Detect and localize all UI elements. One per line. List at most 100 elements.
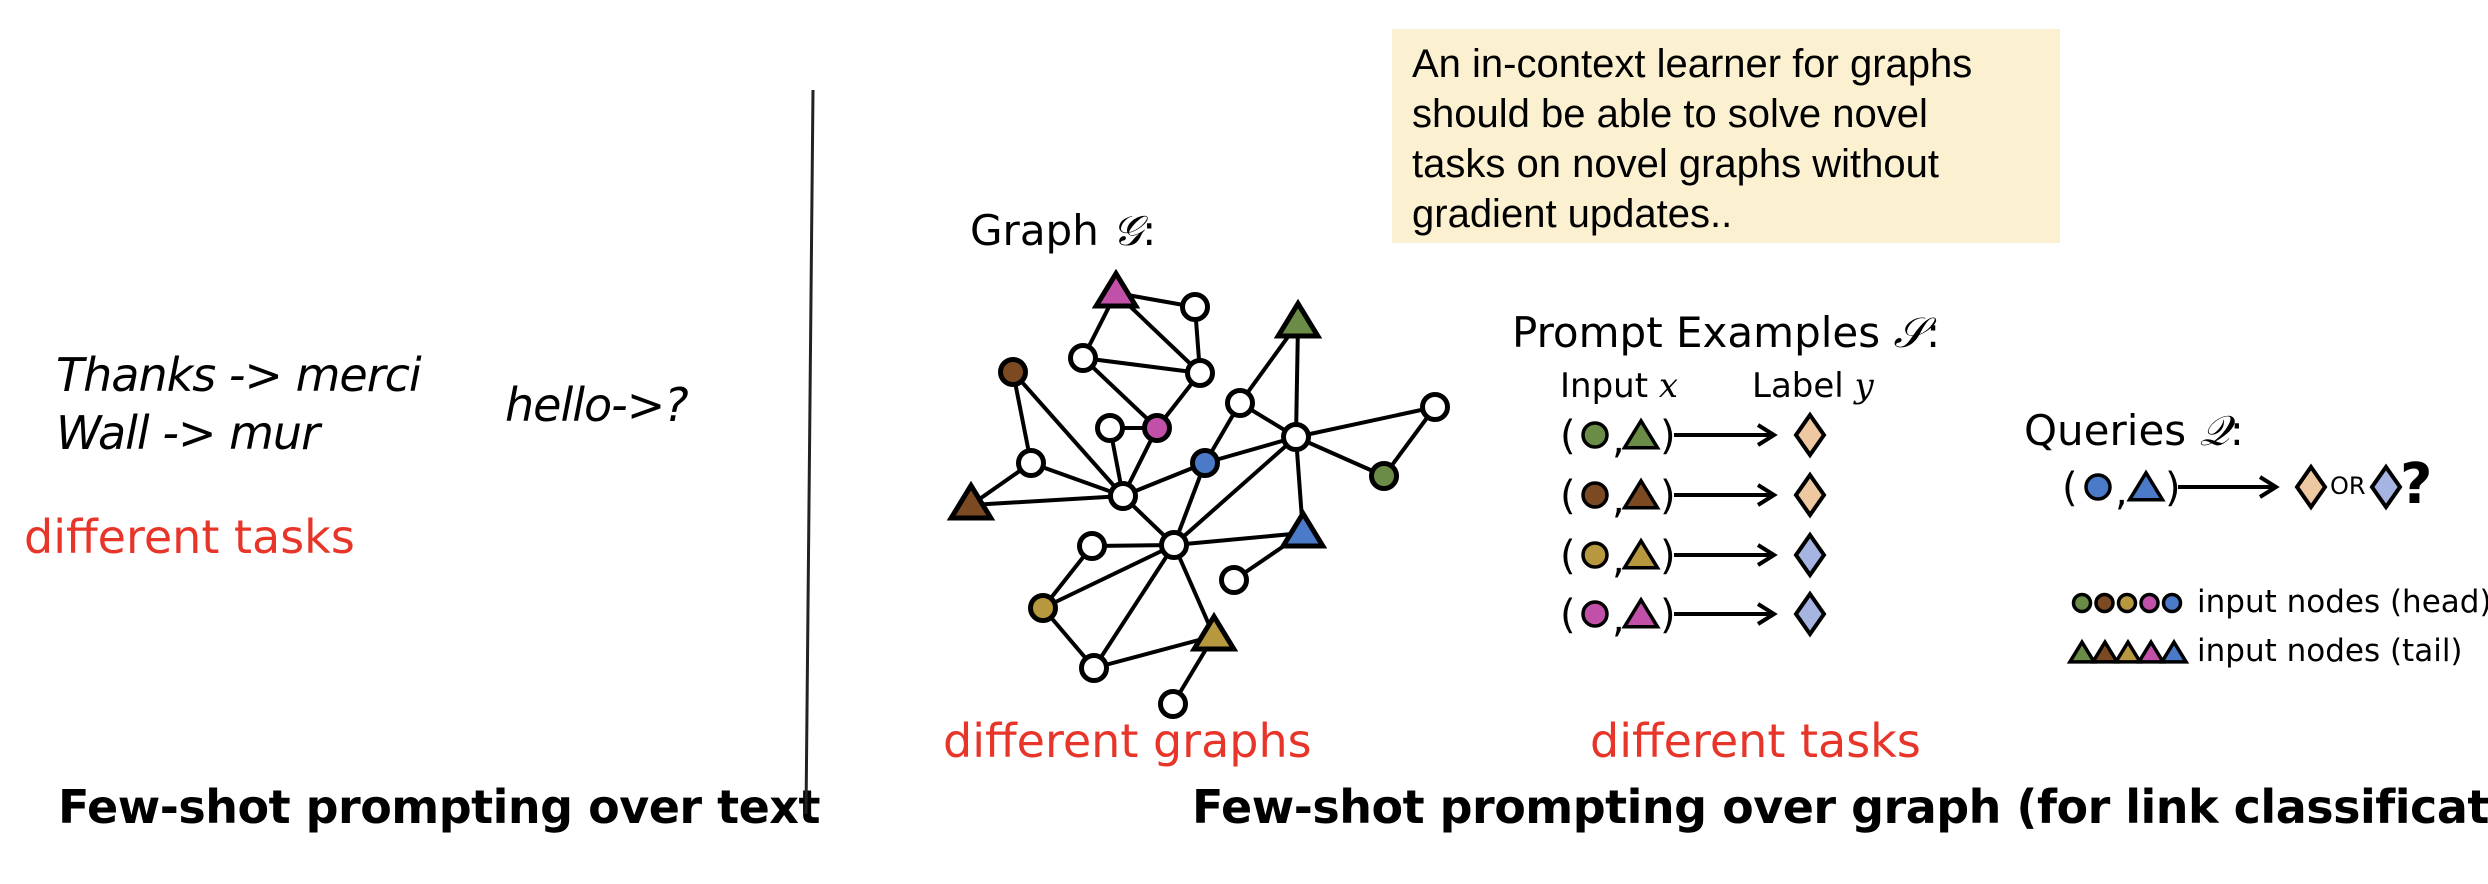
- graph-node-white-circle: [1180, 292, 1210, 322]
- arrow-icon: [1674, 543, 1778, 567]
- graph-node-white-circle: [1016, 448, 1046, 478]
- graph-edge: [970, 494, 1124, 507]
- graph-node-green-circle: [1369, 461, 1399, 491]
- graph-edge: [1092, 543, 1176, 670]
- graph-node-white-circle: [1108, 481, 1138, 511]
- prompt-examples-title-text: Prompt Examples: [1512, 308, 1881, 357]
- legend: [2066, 592, 2190, 664]
- legend-head-pink-circle-icon: [2139, 592, 2160, 614]
- label-diamond-icon: [1793, 531, 1827, 579]
- open-paren: (: [1560, 533, 1576, 579]
- open-paren: (: [2062, 465, 2078, 511]
- graph-nodes: [946, 268, 1450, 719]
- arrow-head: [1756, 543, 1778, 567]
- close-paren: ): [1660, 533, 1676, 579]
- tail-node-icon: [1621, 417, 1661, 450]
- legend-head-brown-circle-icon: [2094, 592, 2115, 614]
- graph-node-white-circle: [1068, 343, 1098, 373]
- tail-node-icon: [1621, 596, 1661, 629]
- graph-node-white-circle: [1225, 388, 1255, 418]
- graph-colon: :: [1142, 206, 1157, 255]
- legend-head-green-circle-icon: [2071, 592, 2093, 614]
- legend-tail-text: input nodes (tail): [2197, 633, 2463, 669]
- prompt-examples-symbol: 𝒮: [1893, 308, 1926, 357]
- graph-panel-title: Few-shot prompting over graph (for link …: [1192, 780, 2488, 834]
- legend-tail-gold-triangle-icon: [2112, 638, 2144, 664]
- graph-node-gold-triangle: [1189, 611, 1239, 652]
- text-query: hello->?: [505, 378, 689, 432]
- graph-edge: [1294, 322, 1300, 438]
- comma: ,: [1612, 477, 1625, 523]
- arrow-head: [1756, 423, 1778, 447]
- legend-tail-green-triangle-icon: [2066, 638, 2098, 664]
- arrow-icon: [1674, 423, 1778, 447]
- note-line: gradient updates..: [1412, 192, 1733, 236]
- graph-node-white-circle: [1077, 531, 1107, 561]
- prompt-example-row: (,): [1560, 531, 1827, 583]
- query-tail-node-icon: [2126, 469, 2166, 502]
- queries-title: Queries 𝒬:: [2024, 406, 2244, 456]
- text-example-2: Wall -> mur: [56, 406, 320, 460]
- graph-node-brown-circle: [998, 357, 1028, 387]
- graph-edge: [1042, 543, 1175, 610]
- graph-label-text: Graph: [970, 206, 1099, 255]
- arrow-icon: [1674, 602, 1778, 626]
- different-graphs-label: different graphs: [943, 714, 1312, 768]
- prompt-examples: (,)(,)(,)(,): [1560, 411, 1827, 642]
- label-header-text: Label: [1752, 366, 1844, 406]
- graph-edge: [1295, 405, 1436, 439]
- input-header: Input x: [1560, 366, 1678, 406]
- input-header-text: Input: [1560, 366, 1649, 406]
- comma: ,: [1612, 596, 1625, 642]
- legend-tail-brown-triangle-icon: [2089, 638, 2121, 664]
- note-line: An in-context learner for graphs: [1412, 42, 1973, 86]
- queries-title-text: Queries: [2024, 406, 2187, 455]
- arrow-head: [1756, 602, 1778, 626]
- query-question-mark: ?: [2400, 452, 2433, 517]
- graph-edge: [1030, 461, 1124, 498]
- query-option-diamond-icon: [2294, 463, 2328, 511]
- prompt-examples-colon: :: [1926, 308, 1941, 357]
- note-line: should be able to solve novel: [1412, 92, 1928, 136]
- graph-edge: [1011, 370, 1125, 498]
- graph-edge: [1173, 531, 1304, 547]
- comma: ,: [1612, 537, 1625, 583]
- text-panel-title: Few-shot prompting over text: [58, 780, 820, 834]
- prompt-example-row: (,): [1560, 411, 1827, 463]
- graph-edge: [1093, 634, 1215, 670]
- legend-head-text: input nodes (head): [2197, 584, 2488, 620]
- prompt-example-row: (,): [1560, 471, 1827, 523]
- graph-edge: [1011, 371, 1033, 464]
- graph-node-white-circle: [1158, 689, 1188, 719]
- comma: ,: [1612, 417, 1625, 463]
- close-paren: ): [2165, 465, 2181, 511]
- queries-colon: :: [2229, 406, 2244, 455]
- close-paren: ): [1660, 592, 1676, 638]
- prompt-example-row: (,): [1560, 590, 1827, 642]
- legend-tail-pink-triangle-icon: [2135, 638, 2167, 664]
- legend-head-blue-circle-icon: [2161, 592, 2183, 614]
- graph-node-gold-circle: [1028, 593, 1058, 623]
- text-different-tasks-label: different tasks: [24, 510, 355, 564]
- legend-tail-blue-triangle-icon: [2158, 638, 2190, 664]
- close-paren: ): [1660, 413, 1676, 459]
- graph-edge: [1172, 544, 1216, 637]
- graph-node-white-circle: [1281, 422, 1311, 452]
- close-paren: ): [1660, 473, 1676, 519]
- label-diamond-icon: [1793, 590, 1827, 638]
- label-symbol: y: [1854, 366, 1874, 406]
- input-symbol: x: [1658, 366, 1679, 406]
- graph-edge: [1172, 435, 1298, 547]
- graph-edge: [1204, 435, 1297, 465]
- graph-node-brown-triangle: [946, 480, 996, 521]
- tail-node-icon: [1621, 477, 1661, 510]
- graph-node-green-triangle: [1273, 298, 1323, 339]
- graph-node-white-circle: [1159, 530, 1189, 560]
- graph-node-pink-circle: [1142, 413, 1172, 443]
- tail-node-icon: [1621, 537, 1661, 570]
- queries-symbol: 𝒬: [2199, 406, 2230, 455]
- head-node-icon: [1581, 421, 1609, 449]
- panel-divider: [804, 89, 815, 815]
- query-head-node-icon: [2084, 473, 2112, 501]
